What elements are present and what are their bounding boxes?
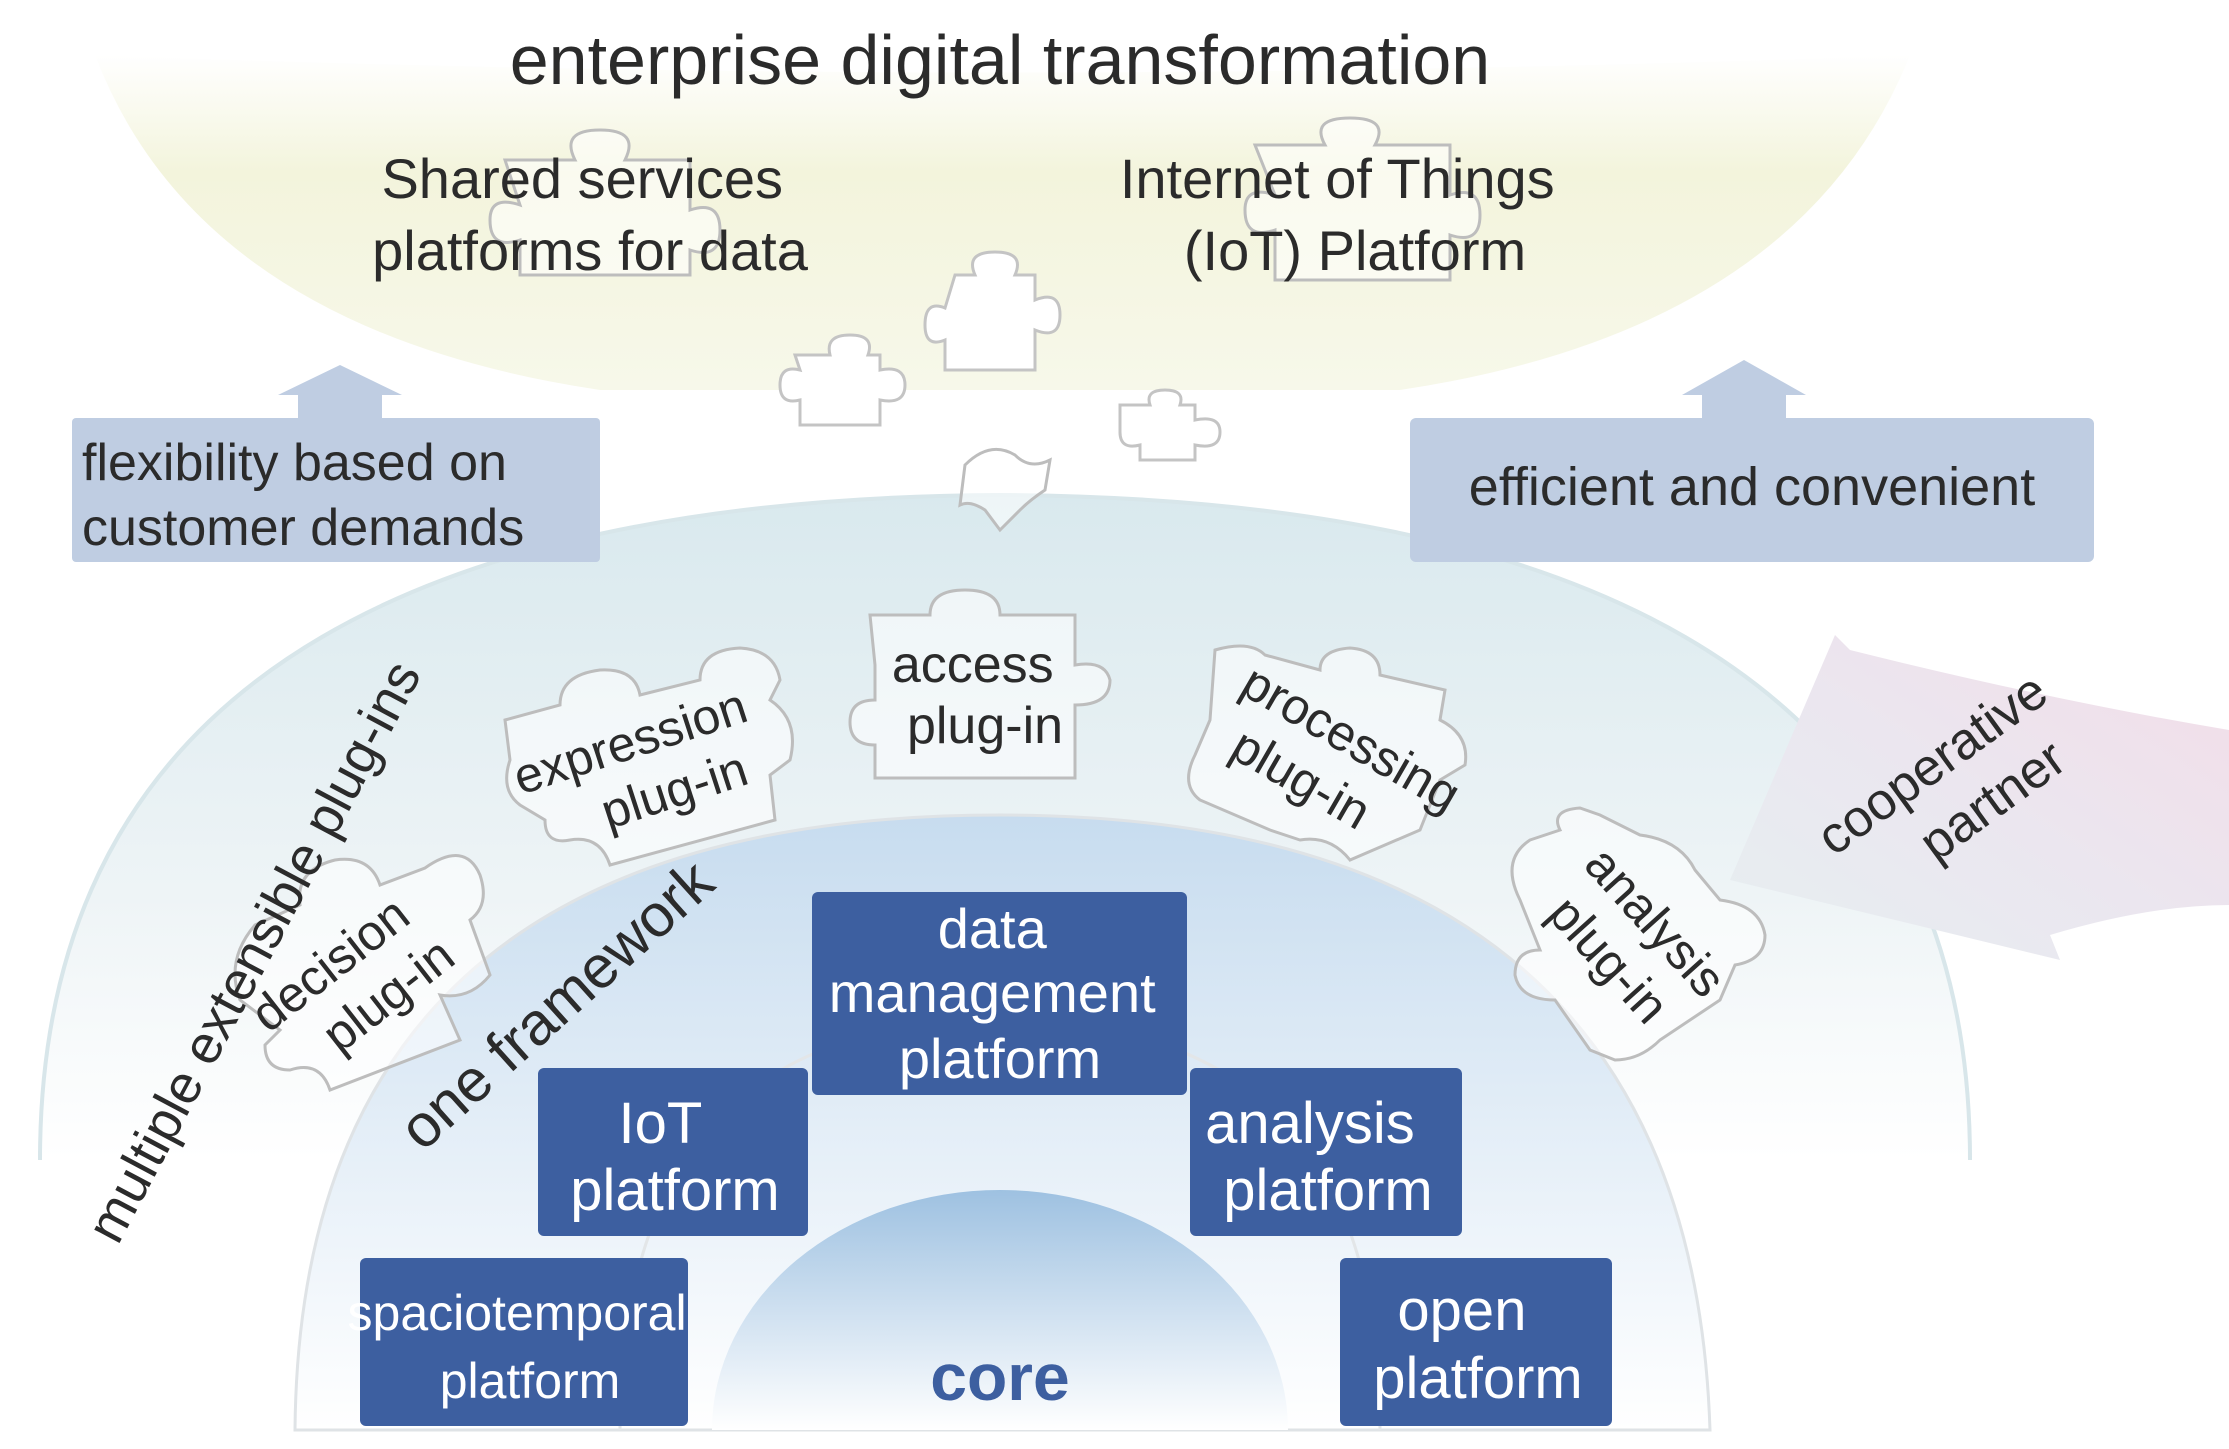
- platform-line: platform: [570, 1158, 780, 1223]
- core-dome: [712, 1190, 1288, 1430]
- iot-platform-top-line: Internet of Things: [1120, 147, 1555, 210]
- shared-services-line: platforms for data: [372, 219, 809, 282]
- faint-puzzle-piece: [488, 128, 722, 277]
- expression-plugin-piece: [503, 646, 794, 867]
- decision-plugin-piece: [233, 854, 492, 1092]
- left-up-arrow: [278, 365, 402, 420]
- shared-services-label: Shared services platforms for data: [372, 147, 809, 282]
- plugin-line: plug-in: [907, 697, 1063, 755]
- page-title: enterprise digital transformation: [510, 21, 1490, 99]
- shared-services-line: Shared services: [381, 147, 783, 210]
- floating-puzzle-piece: [1118, 388, 1222, 462]
- flexibility-line: customer demands: [82, 499, 524, 557]
- analysis-platform-label: analysis platform: [1205, 1091, 1433, 1223]
- spaciotemporal-platform-box: [360, 1258, 688, 1426]
- platform-line: management: [829, 961, 1156, 1024]
- funnel-shape: [95, 55, 1910, 390]
- spaciotemporal-platform-label: spaciotemporal platform: [348, 1285, 701, 1409]
- platform-line: data: [938, 897, 1048, 960]
- platform-line: platform: [440, 1353, 621, 1409]
- access-plugin-piece: [848, 588, 1112, 780]
- plugin-line: access: [892, 636, 1054, 694]
- analysis-platform-box: [1190, 1068, 1462, 1236]
- platform-line: open: [1397, 1278, 1526, 1343]
- core-label: core: [930, 1340, 1069, 1414]
- platform-line: spaciotemporal: [348, 1285, 687, 1341]
- open-platform-box: [1340, 1258, 1612, 1426]
- platform-line: platform: [1223, 1158, 1433, 1223]
- faint-puzzle-piece: [1243, 116, 1482, 282]
- iot-platform-label: IoT platform: [570, 1091, 780, 1223]
- platform-line: platform: [1373, 1346, 1583, 1411]
- flexibility-line: flexibility based on: [82, 434, 507, 492]
- open-platform-label: open platform: [1373, 1278, 1583, 1411]
- iot-platform-top-line: (IoT) Platform: [1184, 219, 1526, 282]
- iot-platform-box: [538, 1068, 808, 1236]
- iot-platform-top-label: Internet of Things (IoT) Platform: [1120, 147, 1570, 282]
- analysis-plugin-piece: [1510, 806, 1767, 1062]
- floating-puzzle-piece: [778, 333, 907, 427]
- floating-puzzle-piece: [958, 447, 1052, 533]
- right-up-arrow: [1682, 360, 1806, 420]
- efficient-label: efficient and convenient: [1469, 457, 2035, 517]
- cooperative-partner-arrow: [1730, 635, 2229, 960]
- access-plugin-label: access plug-in: [892, 636, 1068, 755]
- processing-plugin-piece: [1187, 644, 1468, 862]
- data-management-platform-label: data management platform: [829, 897, 1171, 1090]
- efficient-box: [1410, 418, 2094, 562]
- floating-puzzle-piece: [923, 250, 1062, 372]
- flexibility-label: flexibility based on customer demands: [82, 434, 524, 557]
- platform-line: IoT: [619, 1091, 702, 1156]
- data-management-platform-box: [812, 892, 1187, 1095]
- platform-line: platform: [899, 1027, 1101, 1090]
- flexibility-box: [72, 418, 600, 562]
- platform-line: analysis: [1205, 1091, 1415, 1156]
